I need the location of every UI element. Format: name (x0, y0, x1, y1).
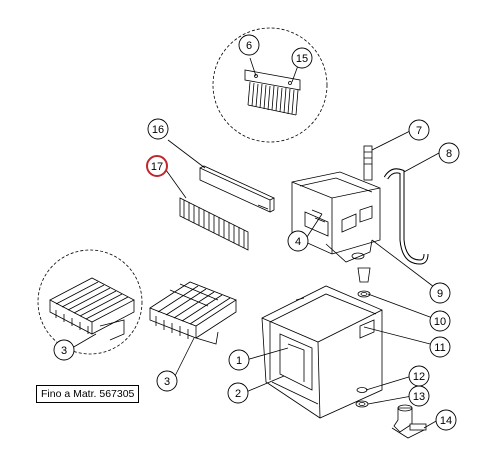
svg-text:8: 8 (446, 148, 452, 160)
callout-17: 17 (146, 155, 168, 177)
callout-4: 4 (287, 230, 309, 252)
svg-text:3: 3 (164, 376, 170, 388)
svg-text:16: 16 (152, 124, 164, 136)
callout-11: 11 (429, 336, 451, 358)
part-14-elbow (391, 404, 427, 439)
callout-16: 16 (147, 118, 169, 140)
svg-text:12: 12 (413, 371, 425, 383)
svg-text:4: 4 (295, 236, 301, 248)
callout-1: 1 (228, 349, 250, 371)
svg-text:9: 9 (437, 288, 443, 300)
callout-14: 14 (435, 409, 457, 431)
serial-note: Fino a Matr. 567305 (36, 385, 140, 403)
callout-10: 10 (429, 310, 451, 332)
svg-text:15: 15 (296, 53, 308, 65)
part-8-hose (383, 168, 429, 265)
detail-circle-brush (212, 27, 328, 143)
part-16-bar (199, 165, 275, 213)
part-17-comb (179, 197, 249, 251)
svg-text:6: 6 (246, 40, 252, 52)
callout-8: 8 (438, 142, 460, 164)
detail-circle-grid (37, 249, 143, 355)
svg-text:14: 14 (440, 415, 452, 427)
svg-text:3: 3 (61, 345, 67, 357)
callout-6: 6 (238, 34, 260, 56)
svg-text:7: 7 (416, 125, 422, 137)
svg-text:13: 13 (413, 391, 425, 403)
callout-3-main: 3 (156, 370, 178, 392)
callout-13: 13 (408, 385, 430, 407)
svg-text:2: 2 (235, 388, 241, 400)
main-container-box (261, 285, 383, 419)
svg-text:1: 1 (236, 355, 242, 367)
leader-lines (71, 57, 440, 429)
callout-9: 9 (429, 282, 451, 304)
callout-15: 15 (291, 47, 313, 69)
callout-12: 12 (408, 365, 430, 387)
part-3-grid (149, 281, 237, 345)
callout-3-detail: 3 (53, 339, 75, 361)
callout-7: 7 (408, 119, 430, 141)
svg-text:10: 10 (434, 316, 446, 328)
svg-text:11: 11 (434, 342, 445, 354)
callout-2: 2 (227, 382, 249, 404)
part-7-spigot (363, 145, 373, 181)
svg-text:17: 17 (151, 161, 163, 173)
